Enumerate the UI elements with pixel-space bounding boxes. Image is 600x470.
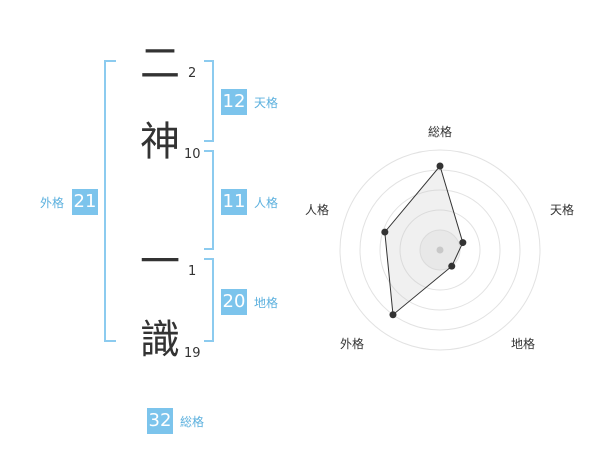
radar-axis-label-chikaku: 地格 (511, 337, 536, 351)
tenkaku-label: 天格 (254, 96, 279, 110)
gaikaku-label: 外格 (40, 196, 65, 210)
chikaku-value-badge: 20 (221, 289, 247, 315)
gaikaku-value-badge: 21 (72, 189, 98, 215)
radar-grid-ring (399, 209, 481, 291)
name-char-3: 一 (140, 239, 180, 285)
name-char-2-strokes: 10 (184, 147, 201, 162)
chikaku-label: 地格 (254, 296, 279, 310)
gaikaku-bracket (104, 60, 116, 342)
radar-axis-label-soukaku: 総格 (428, 125, 453, 139)
radar-point-3 (389, 311, 397, 319)
jinkaku-value-badge: 11 (221, 189, 247, 215)
tenkaku-bracket (204, 60, 214, 142)
radar-axis-label-tenkaku: 天格 (550, 203, 575, 217)
tenkaku-value-badge: 12 (221, 89, 247, 115)
radar-grid-ring (359, 169, 521, 331)
name-char-1-strokes: 2 (188, 66, 197, 81)
name-char-3-strokes: 1 (188, 264, 197, 279)
name-char-4: 識 (140, 317, 180, 363)
radar-point-0 (436, 162, 444, 170)
soukaku-value-badge: 32 (147, 408, 173, 434)
name-char-1: 二 (140, 41, 180, 87)
name-char-2: 神 (140, 119, 180, 165)
radar-point-4 (381, 228, 389, 236)
radar-point-1 (459, 239, 467, 247)
radar-point-2 (448, 262, 456, 270)
radar-grid-ring (379, 189, 501, 311)
soukaku-label: 総格 (180, 415, 205, 429)
name-char-4-strokes: 19 (184, 346, 201, 361)
jinkaku-bracket (204, 150, 214, 250)
radar-axis-label-jinkaku: 人格 (305, 203, 330, 217)
radar-center-dot (436, 246, 444, 254)
chikaku-bracket (204, 258, 214, 342)
radar-grid-ring (339, 149, 541, 351)
radar-axis-label-gaikaku: 外格 (340, 337, 365, 351)
jinkaku-label: 人格 (254, 196, 279, 210)
radar-series-area (384, 164, 464, 316)
radar-series-points (381, 162, 467, 319)
